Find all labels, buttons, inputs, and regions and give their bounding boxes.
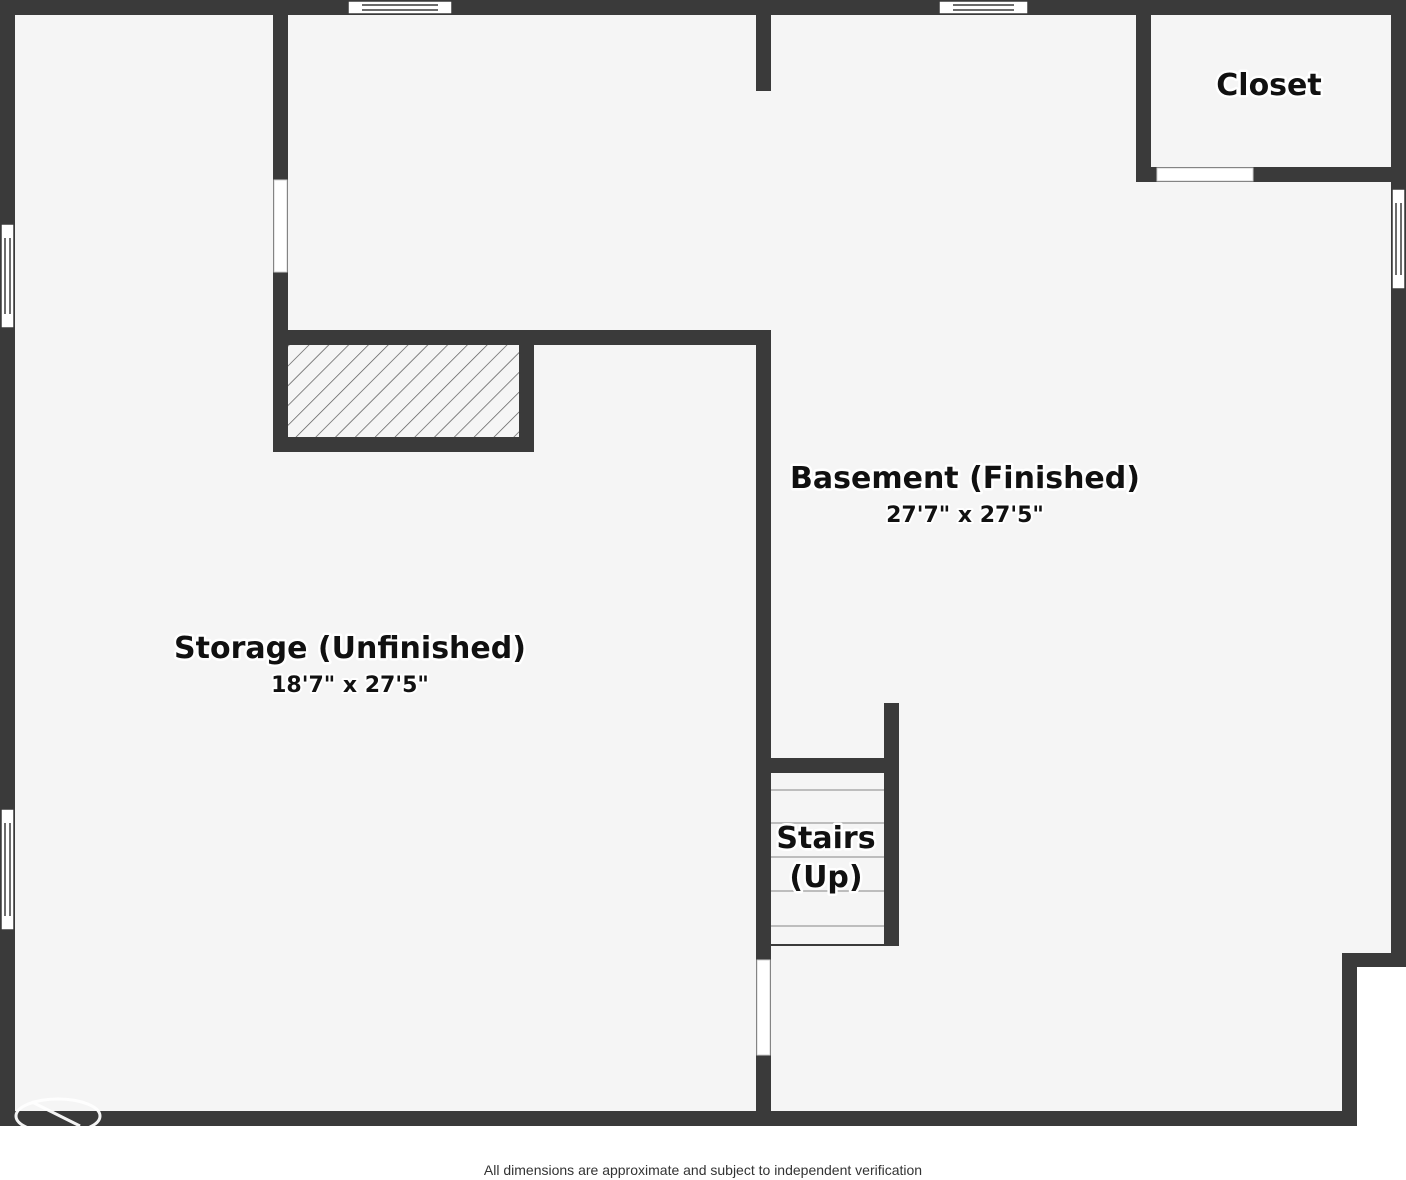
basement-room-name: Basement (Finished) bbox=[790, 461, 1140, 496]
stairs-label-line2: (Up) bbox=[789, 860, 862, 895]
stairs-label-line1: Stairs bbox=[776, 821, 875, 856]
storage-room-name: Storage (Unfinished) bbox=[174, 631, 526, 666]
closet-room-name: Closet bbox=[1216, 68, 1321, 103]
hatched-block bbox=[288, 345, 519, 437]
stairs-treads bbox=[771, 789, 884, 927]
door-openings bbox=[273, 167, 1254, 1056]
basement-room-dimensions: 27'7" x 27'5" bbox=[886, 503, 1044, 528]
windows bbox=[0, 0, 1406, 931]
floor-area bbox=[0, 0, 1406, 1126]
stairs-landing-edge bbox=[771, 944, 899, 946]
watermark-logo bbox=[14, 1097, 102, 1135]
disclaimer-text: All dimensions are approximate and subje… bbox=[483, 1162, 923, 1178]
storage-room-dimensions: 18'7" x 27'5" bbox=[271, 673, 429, 698]
